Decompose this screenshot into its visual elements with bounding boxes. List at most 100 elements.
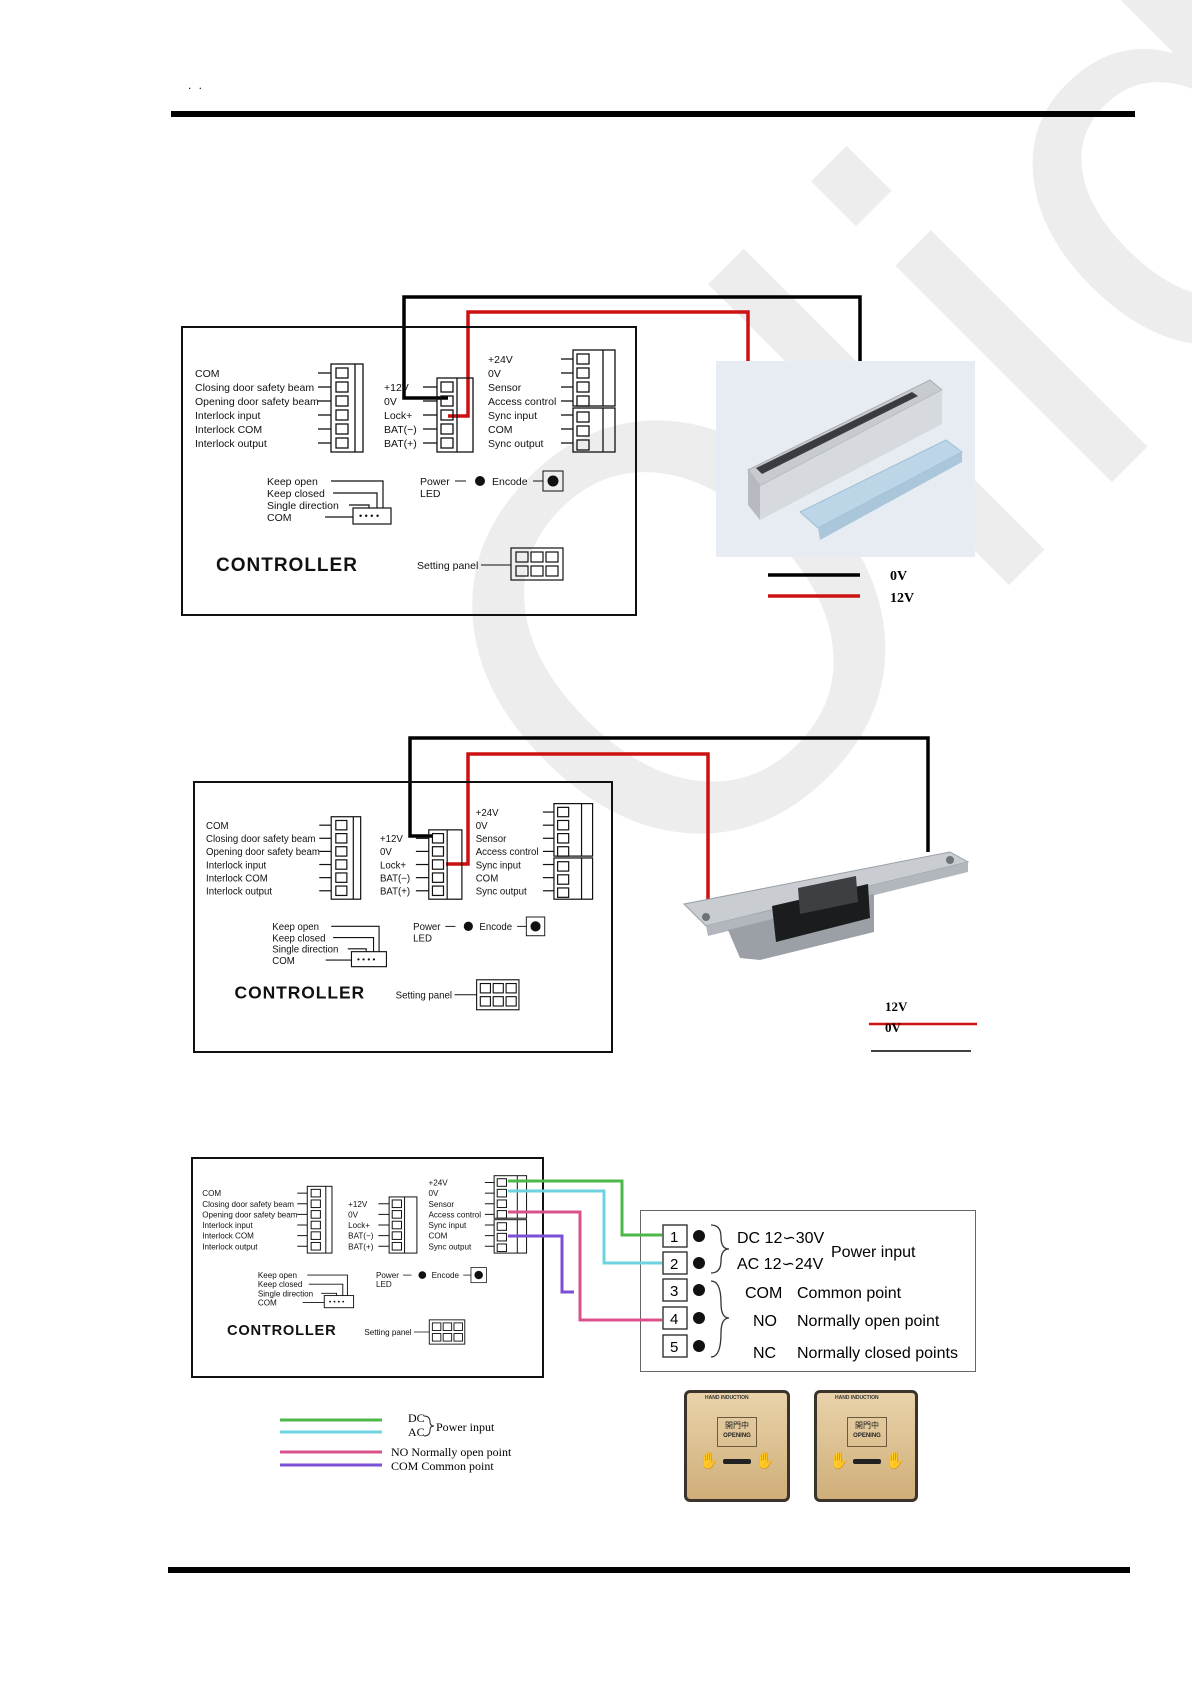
terminal-label: Opening door safety beam	[202, 1210, 298, 1219]
sensor-terminal-panel: 1 2 3 4 5 DC 12∽30V AC 12∽24V Power inpu…	[640, 1210, 976, 1372]
middle-terminal-block	[423, 377, 474, 453]
terminal-number: 4	[670, 1311, 678, 1328]
led-label: LED	[420, 488, 441, 500]
terminal-number: 2	[670, 1256, 678, 1273]
mode-label: Keep closed	[267, 488, 325, 500]
legend-0v: 0V	[885, 1020, 902, 1035]
sensor-button-text: OPENING	[723, 1433, 751, 1439]
left-terminal-block	[319, 816, 362, 900]
hand-icon: ✋	[755, 1453, 775, 1470]
hand-icon: ✋	[699, 1453, 719, 1470]
led-label: LED	[413, 933, 432, 944]
ac-range: AC 12∽24V	[737, 1256, 824, 1273]
terminal-number: 5	[670, 1339, 678, 1356]
nc-desc: Normally closed points	[797, 1345, 958, 1362]
brace-power	[710, 1224, 730, 1274]
header-rule	[171, 111, 1135, 117]
terminal-label: Lock+	[380, 860, 406, 871]
terminal-label: +24V	[488, 354, 513, 366]
encode-dial-icon	[547, 475, 559, 487]
electric-strike-icon	[682, 851, 970, 960]
led-label: LED	[376, 1280, 392, 1289]
power-label: Power	[413, 922, 441, 933]
setting-panel-label: Setting panel	[417, 560, 478, 572]
footer-rule	[168, 1567, 1130, 1573]
terminal-label: BAT(+)	[384, 438, 417, 450]
mode-label: Keep open	[267, 476, 318, 488]
terminal-label: COM	[195, 368, 220, 380]
power-label: Power	[376, 1271, 399, 1280]
wire-pink	[508, 1210, 662, 1322]
com-label: COM	[745, 1285, 782, 1302]
sensor-window	[723, 1459, 751, 1464]
brace-contacts	[710, 1280, 730, 1358]
wire-cyan	[508, 1189, 662, 1265]
power-led-icon	[463, 921, 473, 932]
legend-diagram3: DC AC Power input NO Normally open point…	[280, 1411, 512, 1473]
magnetic-lock-icon	[716, 361, 975, 557]
sensor-face: 開門中 OPENING	[717, 1417, 757, 1447]
sensor-window	[853, 1459, 881, 1464]
terminal-label: Interlock COM	[195, 424, 262, 436]
controller-2-drawing: COM Closing door safety beam Opening doo…	[206, 803, 594, 1011]
terminal-label: Closing door safety beam	[202, 1200, 294, 1209]
terminal-label: 0V	[380, 847, 392, 858]
terminal-label: COM	[476, 873, 499, 884]
terminal-label: 0V	[476, 821, 488, 832]
terminal-label: BAT(−)	[380, 873, 410, 884]
dc-range: DC 12∽30V	[737, 1230, 825, 1247]
legend-power-input: Power input	[436, 1420, 495, 1434]
terminal-label: Interlock input	[202, 1221, 253, 1230]
controller-panel-1: COM Closing door safety beam Opening doo…	[181, 326, 637, 616]
hand-icon: ✋	[885, 1453, 905, 1470]
terminal-label: +12V	[380, 834, 403, 845]
terminal-label: COM	[206, 821, 229, 832]
terminal-label: Interlock COM	[206, 873, 268, 884]
terminal-label: BAT(−)	[384, 424, 417, 436]
controller-1-drawing: COM Closing door safety beam Opening doo…	[195, 349, 616, 581]
wire-green	[508, 1179, 662, 1237]
controller-panel-2: COM Closing door safety beam Opening doo…	[193, 781, 613, 1053]
mode-label: Keep closed	[272, 933, 325, 944]
terminal-screw-icons	[693, 1230, 705, 1352]
terminal-label: Sync output	[428, 1242, 471, 1251]
terminal-label: Sync output	[476, 886, 527, 897]
terminal-label: COM	[488, 424, 513, 436]
mode-label: COM	[272, 956, 295, 967]
terminal-label: +12V	[384, 382, 409, 394]
legend-ac: AC	[408, 1425, 425, 1439]
sensor-terminal-drawing: 1 2 3 4 5 DC 12∽30V AC 12∽24V Power inpu…	[662, 1224, 958, 1362]
header-marks: . .	[188, 78, 205, 92]
middle-terminal-labels: +12V 0V Lock+ BAT(−) BAT(+)	[384, 382, 417, 450]
mode-connector: • • • •	[325, 480, 392, 525]
terminal-label: COM	[428, 1232, 447, 1241]
mode-label: COM	[258, 1298, 277, 1307]
terminal-numbers	[662, 1224, 688, 1358]
terminal-label: Interlock COM	[202, 1232, 254, 1241]
touchless-exit-sensor-icon: HAND INDUCTION 開門中 OPENING ✋ ✋	[814, 1390, 918, 1502]
terminal-label: Sync output	[488, 438, 544, 450]
svg-text:• • • •: • • • •	[329, 1299, 345, 1306]
terminal-label: Sensor	[428, 1200, 454, 1209]
legend-no: NO Normally open point	[391, 1445, 512, 1459]
terminal-label: Interlock output	[206, 886, 272, 897]
mode-label: Single direction	[267, 500, 339, 512]
terminal-number: 1	[670, 1229, 678, 1246]
encode-label: Encode	[492, 476, 528, 488]
wire-0v	[408, 736, 930, 852]
wiring-diagram2	[408, 736, 930, 906]
no-desc: Normally open point	[797, 1313, 940, 1330]
terminal-label: Opening door safety beam	[195, 396, 319, 408]
terminal-label: Interlock input	[195, 410, 260, 422]
power-led-icon	[475, 476, 485, 486]
terminal-label: +24V	[428, 1179, 448, 1188]
terminal-label: COM	[202, 1189, 221, 1198]
terminal-label: Lock+	[348, 1221, 370, 1230]
com-desc: Common point	[797, 1285, 902, 1302]
terminal-label: Sensor	[488, 382, 522, 394]
mode-label: Single direction	[258, 1289, 313, 1298]
sensor-face: 開門中 OPENING	[847, 1417, 887, 1447]
terminal-label: Sync input	[488, 410, 537, 422]
setting-panel-connector-icon	[476, 979, 520, 1011]
left-terminal-labels: COM Closing door safety beam Opening doo…	[195, 368, 319, 450]
